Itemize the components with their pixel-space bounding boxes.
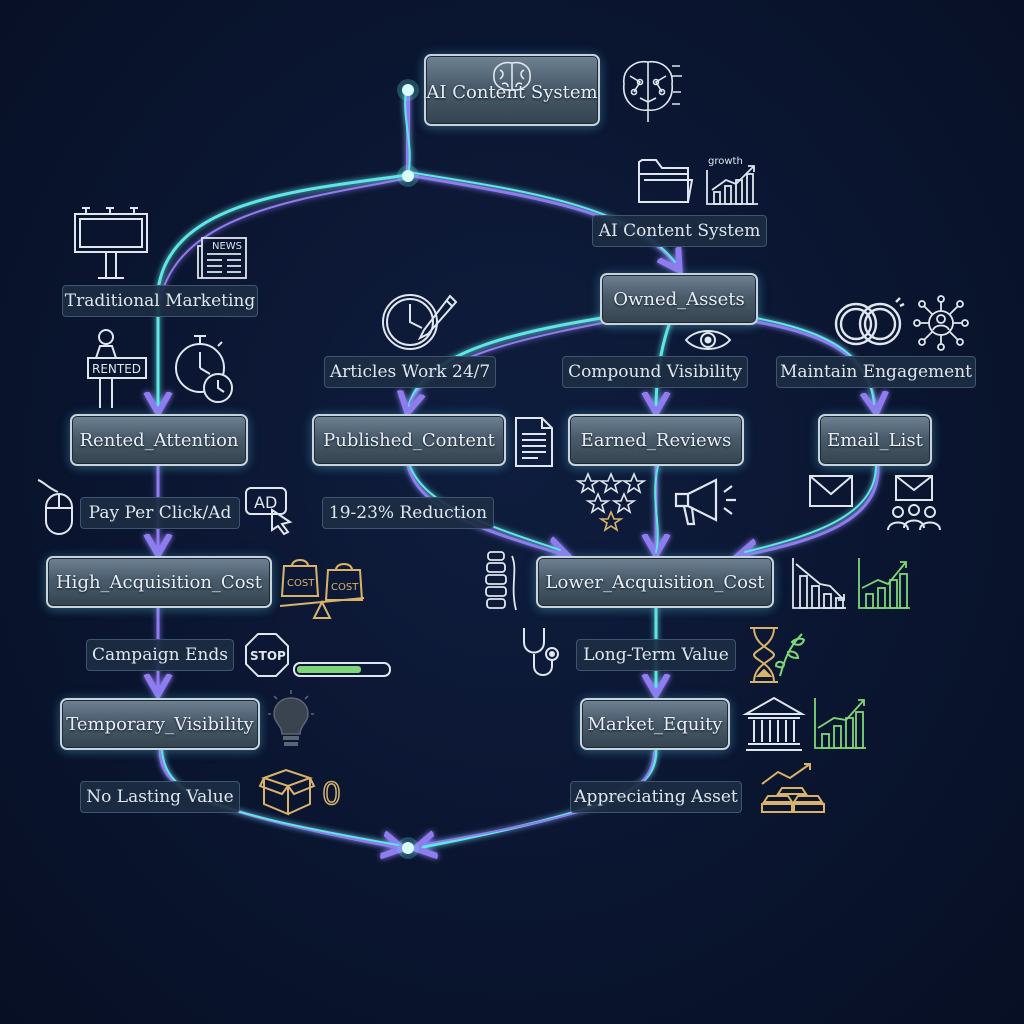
label-articles-work: Articles Work 24/7 <box>324 356 496 388</box>
rings-icon <box>832 296 906 350</box>
growth-chart-icon: growth <box>704 152 760 208</box>
bank-icon <box>742 696 806 752</box>
label-appreciating-asset: Appreciating Asset <box>570 781 742 813</box>
document-icon <box>514 416 554 468</box>
label-text: Campaign Ends <box>92 645 228 665</box>
stars-icon <box>575 471 647 534</box>
label-text: 19-23% Reduction <box>328 503 488 523</box>
label-text: Articles Work 24/7 <box>329 362 491 382</box>
node-temporary-visibility: Temporary_Visibility <box>60 698 260 750</box>
folder-icon <box>636 154 694 206</box>
spine-icon <box>480 550 522 616</box>
node-title: AI Content System <box>426 82 598 103</box>
label-text: Long-Term Value <box>583 645 729 665</box>
label-maintain-engagement: Maintain Engagement <box>776 356 976 388</box>
news-text: NEWS <box>212 241 242 252</box>
node-title: Earned_Reviews <box>580 429 732 451</box>
node-email-list: Email_List <box>818 414 932 466</box>
cost-text-right: COST <box>331 582 359 593</box>
ad-cursor-icon: AD <box>244 486 294 536</box>
progress-bar-icon <box>292 660 392 680</box>
label-long-term-value: Long-Term Value <box>576 639 736 671</box>
hourglass-plant-icon <box>744 626 808 684</box>
newspaper-icon: NEWS <box>196 236 248 280</box>
label-text: Pay Per Click/Ad <box>88 503 232 523</box>
label-text: Traditional Marketing <box>64 291 256 311</box>
label-pay-per-click: Pay Per Click/Ad <box>80 497 240 529</box>
label-compound-visibility: Compound Visibility <box>562 356 748 388</box>
cost-text-left: COST <box>287 578 315 589</box>
node-owned-assets: Owned_Assets <box>600 273 758 325</box>
brain-network-icon <box>610 52 686 128</box>
ad-text: AD <box>254 493 277 512</box>
node-lower-acquisition-cost: Lower_Acquisition_Cost <box>536 556 774 608</box>
lightbulb-icon <box>268 690 314 752</box>
stopwatch-icon <box>172 330 238 410</box>
label-campaign-ends: Campaign Ends <box>86 639 234 671</box>
empty-box-icon: 0 <box>258 766 352 816</box>
stethoscope-icon <box>518 626 572 684</box>
gold-bars-icon <box>758 762 830 816</box>
node-market-equity: Market_Equity <box>580 698 730 750</box>
node-title: High_Acquisition_Cost <box>55 571 262 593</box>
node-title: Market_Equity <box>587 713 723 735</box>
node-title: Lower_Acquisition_Cost <box>545 571 765 593</box>
label-text: No Lasting Value <box>86 787 234 807</box>
label-traditional-marketing: Traditional Marketing <box>62 285 258 317</box>
junction-dots <box>397 79 419 859</box>
mouse-icon <box>36 478 78 536</box>
envelope-group-icon <box>884 474 944 532</box>
node-title: Rented_Attention <box>79 429 239 451</box>
label-no-lasting-value: No Lasting Value <box>80 781 240 813</box>
stop-sign-icon: STOP <box>244 632 290 678</box>
eye-icon <box>684 326 732 354</box>
node-earned-reviews: Earned_Reviews <box>568 414 744 466</box>
label-text: Appreciating Asset <box>574 787 738 807</box>
declining-chart-icon <box>790 556 848 610</box>
billboard-icon <box>72 204 150 282</box>
rented-sign-person-icon: RENTED <box>84 328 150 410</box>
stop-text: STOP <box>250 649 286 663</box>
label-text: Maintain Engagement <box>780 362 972 382</box>
label-reduction: 19-23% Reduction <box>322 497 494 529</box>
label-text: AI Content System <box>598 221 761 241</box>
brain-circuit-icon <box>488 60 536 94</box>
growth-text: growth <box>708 156 743 167</box>
clock-pen-icon <box>380 290 460 352</box>
zero-text: 0 <box>322 777 341 812</box>
envelope-icon <box>808 474 854 508</box>
node-rented-attention: Rented_Attention <box>70 414 248 466</box>
node-title: Published_Content <box>323 429 495 451</box>
rented-text: RENTED <box>92 362 141 376</box>
cost-scale-icon: COST COST <box>278 556 366 622</box>
rising-chart-icon <box>856 556 912 610</box>
node-high-acquisition-cost: High_Acquisition_Cost <box>46 556 272 608</box>
node-title: Email_List <box>827 429 923 451</box>
label-text: Compound Visibility <box>568 362 742 382</box>
node-published-content: Published_Content <box>312 414 506 466</box>
label-ai-content-system-branch: AI Content System <box>592 215 767 247</box>
node-title: Temporary_Visibility <box>66 713 254 735</box>
network-person-icon <box>912 294 970 352</box>
node-title: Owned_Assets <box>613 288 745 310</box>
bar-chart-icon <box>812 696 868 750</box>
megaphone-icon <box>672 474 738 530</box>
